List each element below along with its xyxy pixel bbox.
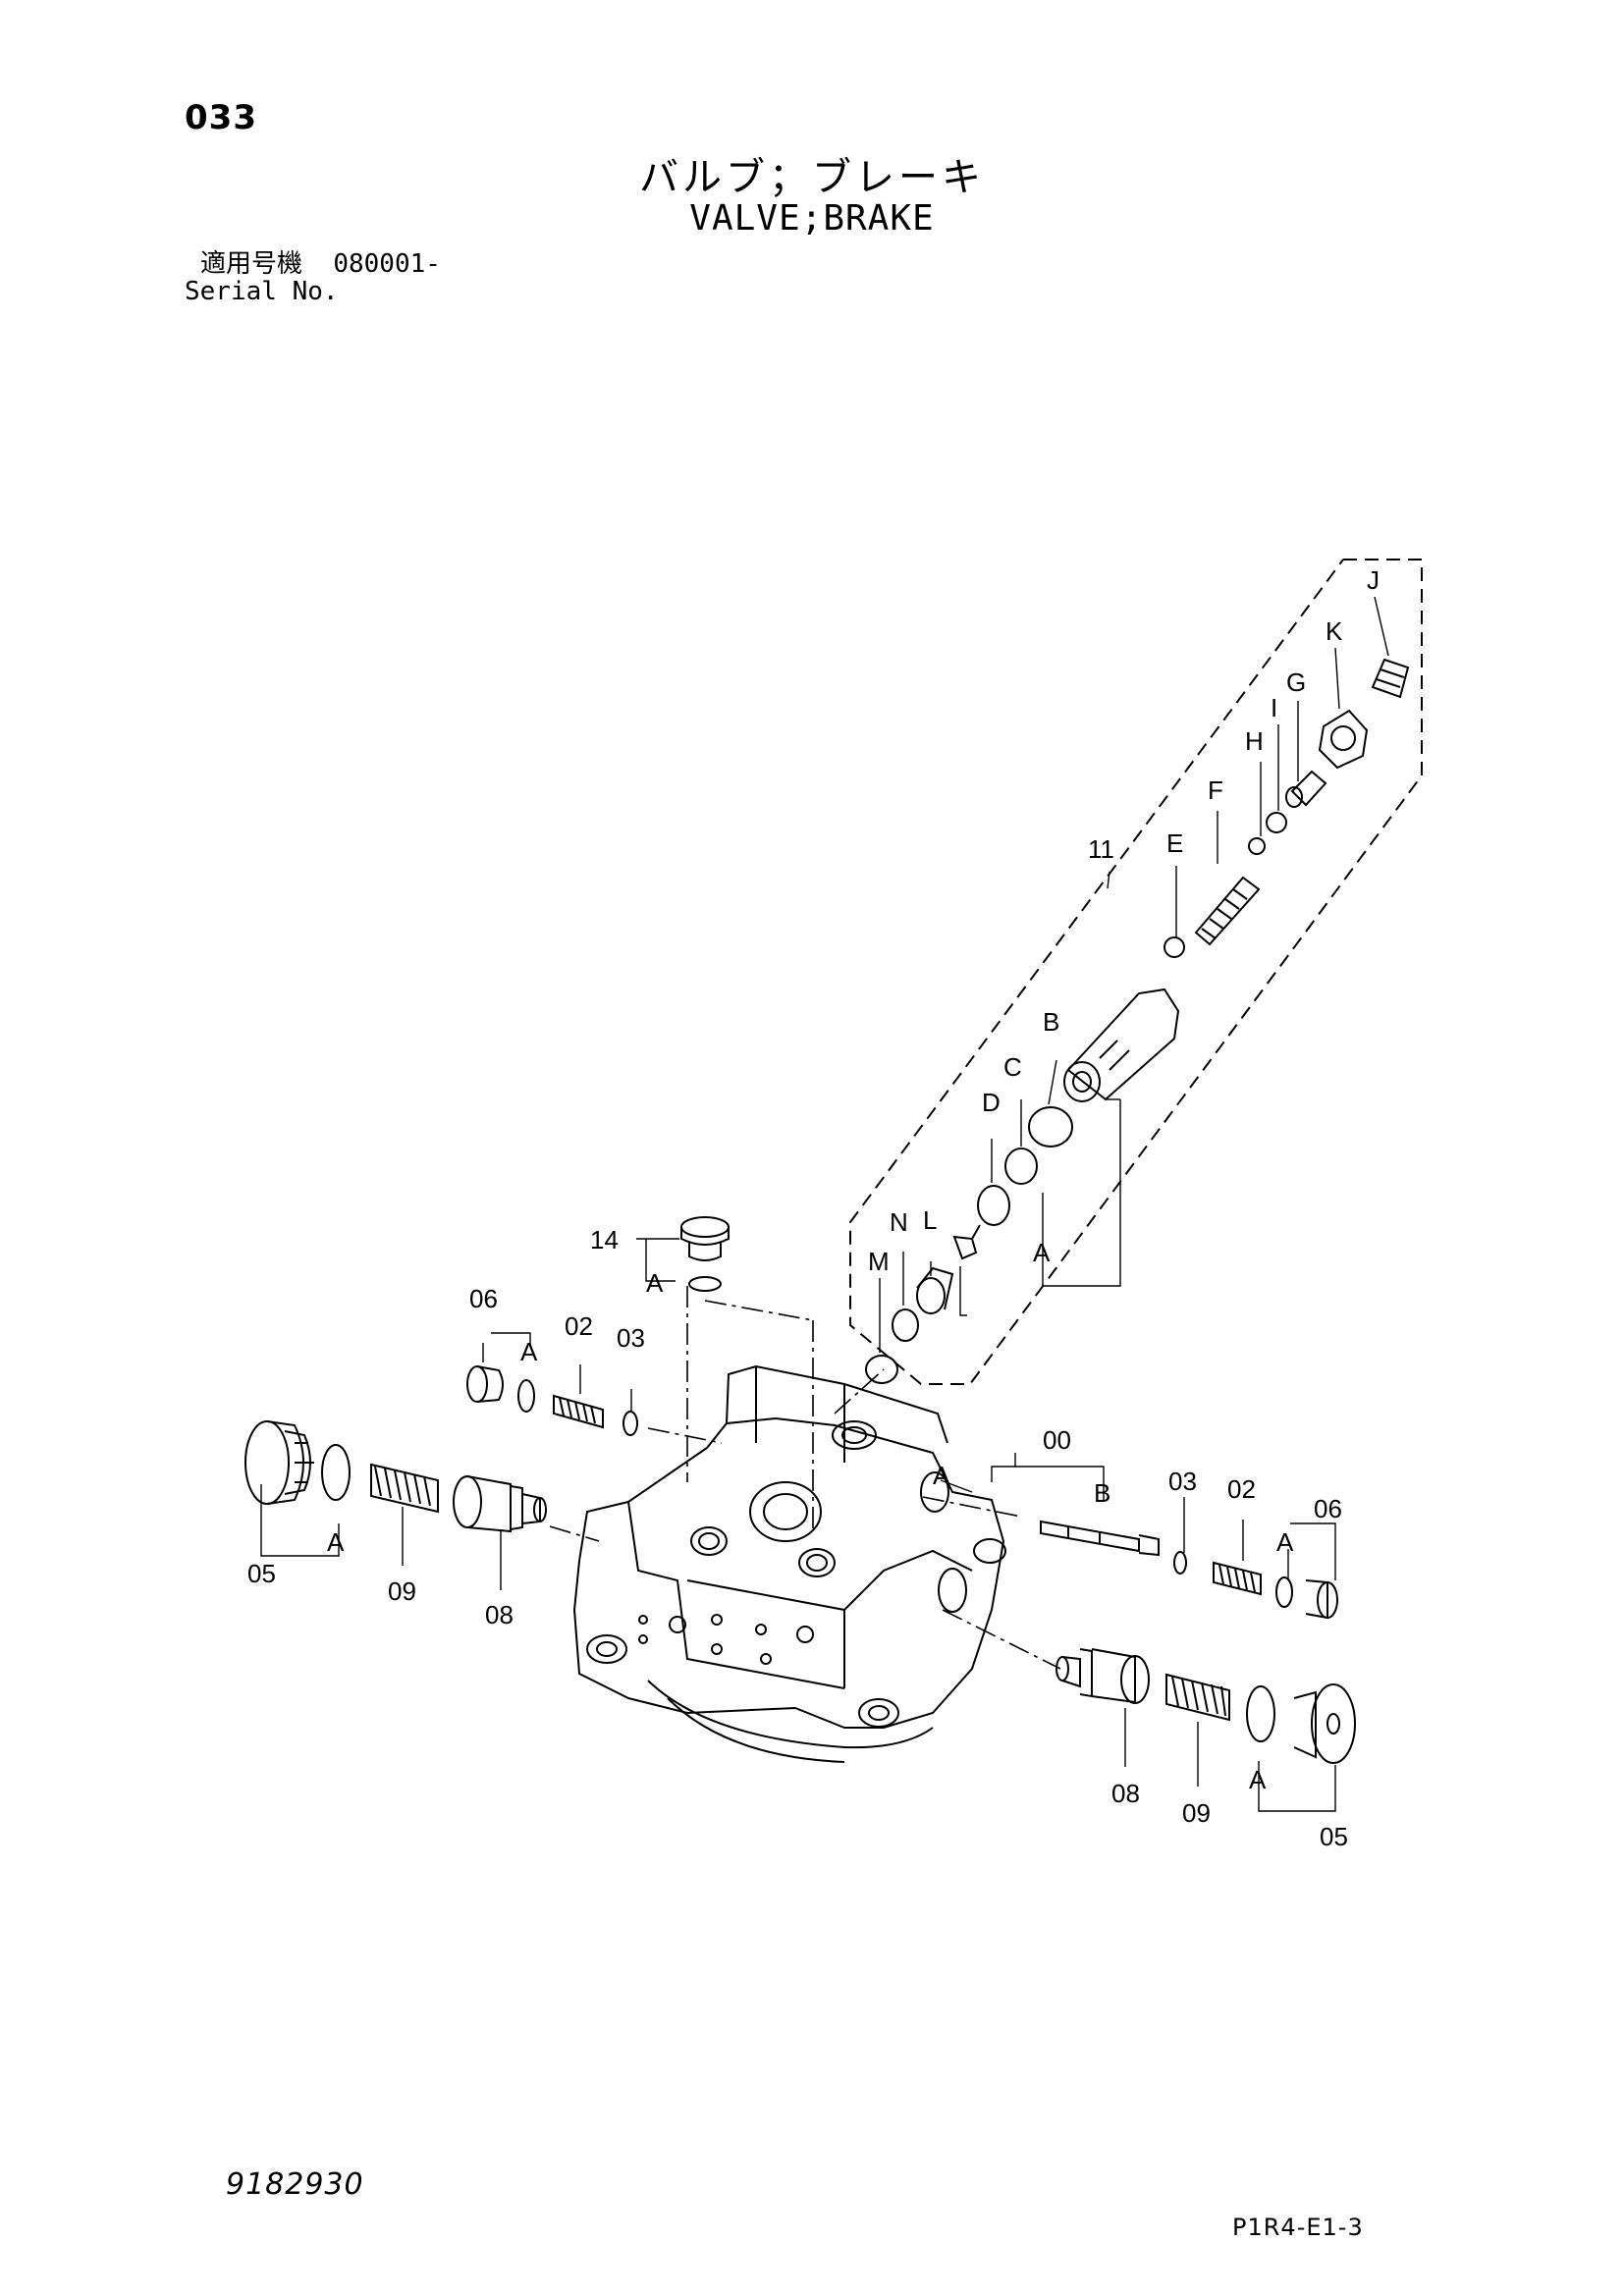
ring-E <box>1164 936 1185 958</box>
oring-06-left <box>517 1379 535 1413</box>
oring-06-right <box>1275 1576 1293 1608</box>
callout-03-right: 03 <box>1168 1467 1197 1496</box>
oring-14 <box>688 1276 722 1292</box>
callout-G: G <box>1286 667 1306 697</box>
poppet-L <box>952 1224 981 1260</box>
serial-label-en: Serial No. <box>185 277 339 306</box>
callout-06-left: 06 <box>469 1284 498 1313</box>
callout-A-06-left: A <box>520 1337 538 1366</box>
callout-K: K <box>1326 616 1343 646</box>
oring-C <box>1004 1148 1038 1185</box>
callout-H: H <box>1245 726 1264 756</box>
callout-A-14: A <box>646 1268 664 1298</box>
spring-09-right <box>1165 1673 1230 1722</box>
serial-label-jp: 適用号機 <box>200 249 303 279</box>
callout-00: 00 <box>1043 1425 1071 1455</box>
callout-B: B <box>1043 1007 1059 1037</box>
spring-09-left <box>370 1463 439 1514</box>
callout-M: M <box>868 1247 890 1276</box>
plug-06-right <box>1305 1579 1338 1620</box>
callout-A-11: A <box>1033 1238 1051 1267</box>
plug-05-right <box>1293 1683 1356 1764</box>
spring-02-right <box>1213 1561 1262 1596</box>
ball-H <box>1248 837 1266 855</box>
callout-F: F <box>1208 775 1223 805</box>
callout-06-right: 06 <box>1314 1494 1342 1523</box>
valve-body <box>572 1364 1006 1763</box>
oring-05-right <box>1246 1685 1275 1742</box>
callout-08-left: 08 <box>485 1600 514 1629</box>
seat-N <box>916 1266 954 1314</box>
callout-C: C <box>1003 1052 1022 1082</box>
callout-A-00: A <box>933 1461 950 1490</box>
callout-A-05-right: A <box>1249 1765 1267 1794</box>
spool-08-right <box>1056 1648 1150 1704</box>
callout-02-right: 02 <box>1227 1474 1256 1504</box>
nut-K <box>1318 709 1369 770</box>
callout-08-right: 08 <box>1111 1779 1140 1808</box>
callout-A-05-left: A <box>327 1527 345 1557</box>
ring-03-left <box>623 1411 638 1436</box>
reference-code: P1R4-E1-3 <box>1232 2214 1364 2241</box>
callout-E: E <box>1166 828 1183 858</box>
callout-D: D <box>982 1088 1001 1117</box>
plug-G <box>1285 770 1327 808</box>
page-number: 033 <box>185 98 257 137</box>
title-english: VALVE;BRAKE <box>689 198 935 239</box>
callout-05-left: 05 <box>247 1559 276 1588</box>
callout-02-left: 02 <box>565 1311 593 1341</box>
oring-B <box>1028 1106 1073 1148</box>
plug-14 <box>680 1216 730 1261</box>
ring-N <box>892 1308 919 1342</box>
callout-05-right: 05 <box>1320 1822 1348 1851</box>
cap-J <box>1371 658 1410 699</box>
assembly-11-boundary <box>849 559 1423 1385</box>
spring-F <box>1194 876 1261 946</box>
callout-11: 11 <box>1088 834 1114 864</box>
plug-06-left <box>466 1365 504 1403</box>
center-lines <box>549 1286 1061 1670</box>
spool-00 <box>1040 1520 1160 1557</box>
ring-03-right <box>1173 1551 1187 1575</box>
title-japanese: バルブ；ブレーキ <box>639 155 985 200</box>
document-number: 9182930 <box>226 2167 364 2202</box>
callout-09-left: 09 <box>388 1576 416 1606</box>
callout-labels: 05 A 09 08 06 A 02 03 14 A 00 A B 03 02 … <box>247 565 1380 1851</box>
oring-D <box>977 1185 1010 1226</box>
valve-body-11 <box>1063 988 1180 1102</box>
leader-lines <box>260 596 1389 1812</box>
serial-value: 080001- <box>333 249 441 279</box>
callout-N: N <box>890 1207 908 1237</box>
callout-I: I <box>1271 693 1277 722</box>
callout-A-06-right: A <box>1276 1527 1294 1557</box>
plug-05-left <box>244 1420 314 1505</box>
callout-03-left: 03 <box>617 1323 645 1353</box>
callout-J: J <box>1367 565 1380 595</box>
spring-02-left <box>553 1394 604 1429</box>
ball-M <box>865 1355 898 1384</box>
serial-block: 適用号機 080001- Serial No. <box>185 250 441 305</box>
callout-L: L <box>923 1205 937 1235</box>
spool-08-left <box>453 1475 547 1533</box>
ring-I <box>1266 812 1287 833</box>
callout-B-00: B <box>1094 1478 1110 1508</box>
callout-14: 14 <box>590 1225 619 1255</box>
callout-09-right: 09 <box>1182 1798 1211 1828</box>
oring-05-left <box>321 1444 351 1501</box>
